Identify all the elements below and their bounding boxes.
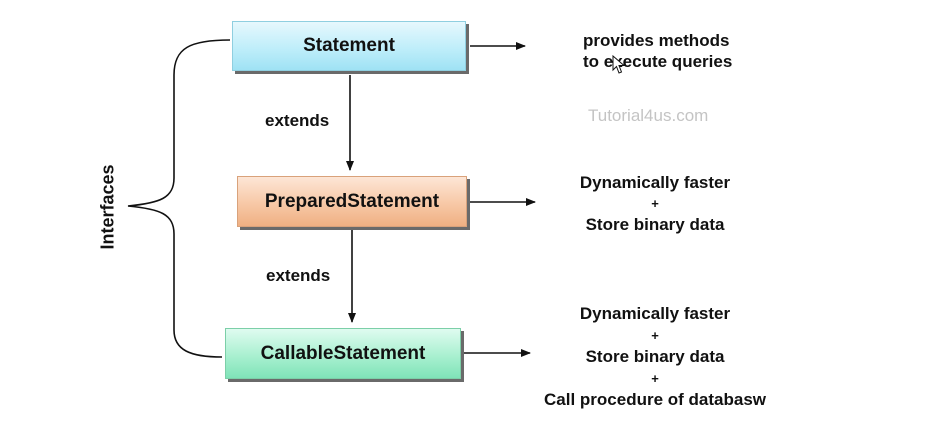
prepared-desc-line: Store binary data xyxy=(585,215,725,234)
prepared-statement-box: PreparedStatement xyxy=(237,176,467,227)
callable-statement-box: CallableStatement xyxy=(225,328,461,379)
prepared-desc-line: Dynamically faster xyxy=(579,173,731,192)
statement-desc-line: provides methods xyxy=(583,31,730,50)
statement-description: provides methods to execute queries xyxy=(583,30,732,72)
watermark: Tutorial4us.com xyxy=(588,106,709,125)
callable-desc-plus: + xyxy=(651,328,659,343)
statement-label: Statement xyxy=(303,35,395,56)
callable-description: Dynamically faster + Store binary data +… xyxy=(530,303,780,411)
callable-desc-line: Dynamically faster xyxy=(579,304,731,323)
statement-box: Statement xyxy=(232,21,466,71)
interfaces-brace xyxy=(127,39,231,358)
callable-desc-plus: + xyxy=(651,371,659,386)
callable-statement-label: CallableStatement xyxy=(260,342,426,364)
prepared-desc-plus: + xyxy=(651,196,659,211)
extends-label-1: extends xyxy=(265,111,330,130)
statement-desc-line: to execute queries xyxy=(583,52,733,71)
prepared-description: Dynamically faster + Store binary data xyxy=(560,172,750,235)
interfaces-label: Interfaces xyxy=(97,164,118,250)
callable-desc-line: Store binary data xyxy=(585,347,725,366)
prepared-statement-label: PreparedStatement xyxy=(264,190,440,212)
callable-desc-line: Call procedure of databasw xyxy=(544,390,766,409)
mouse-pointer-icon xyxy=(612,55,626,74)
extends-label-2: extends xyxy=(266,266,331,285)
